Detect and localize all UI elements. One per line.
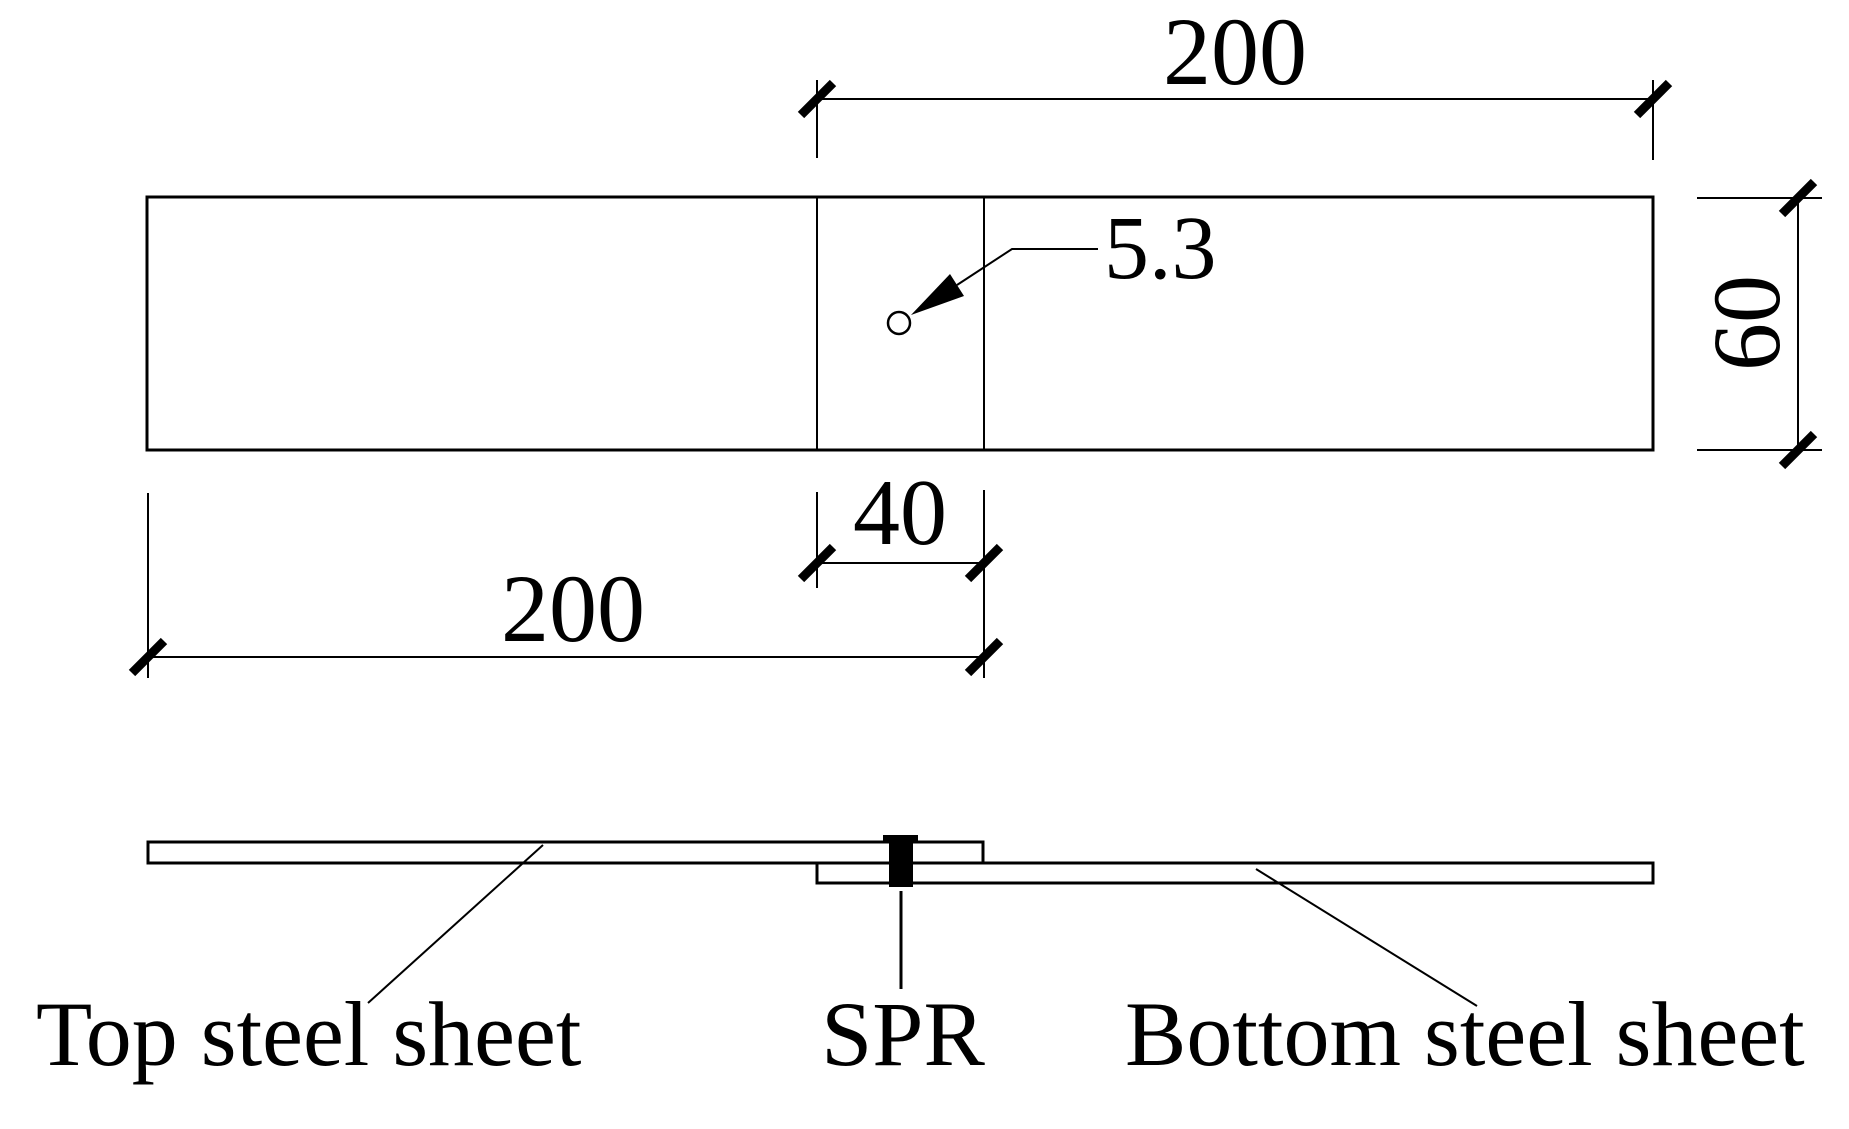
leader-arrowhead-icon [911,274,964,315]
top-sheet-label: Top steel sheet [36,983,582,1085]
bottom-sheet-length-value: 200 [1163,0,1307,105]
dimension-tick [797,543,837,583]
dim-overlap: 40 [797,461,1004,678]
bottom-sheet-leader-line [1255,868,1478,1007]
dim-bottom-sheet-length: 200 [797,0,1673,160]
top-sheet-length-value: 200 [501,555,645,662]
dimension-tick [964,543,1004,583]
overlap-length-value: 40 [853,461,947,565]
dimension-tick [1778,178,1818,218]
side-view [146,835,1655,1007]
dim-top-sheet-length: 200 [128,493,1004,678]
annotation-labels: Top steel sheet SPR Bottom steel sheet [36,983,1805,1085]
plan-view: 5.3 [145,195,1655,452]
spr-label: SPR [821,983,985,1085]
dim-sheet-width: 60 [1693,178,1822,470]
rivet-shank [889,841,913,887]
rivet-diameter-callout: 5.3 [911,199,1217,315]
top-sheet-leader-line [367,844,544,1004]
rivet-hole-circle [886,310,912,336]
top-sheet-profile [146,840,985,865]
bottom-sheet-profile [815,861,1655,885]
leader-line [956,248,1098,286]
rivet-diameter-value: 5.3 [1104,199,1217,298]
sheet-width-value: 60 [1693,275,1800,371]
dimension-tick [1778,430,1818,470]
rivet-head [883,835,918,843]
bottom-sheet-label: Bottom steel sheet [1125,983,1805,1085]
dimension-tick [128,637,168,677]
dimension-tick [797,79,837,119]
dimension-tick [964,637,1004,677]
dimension-tick [1633,79,1673,119]
